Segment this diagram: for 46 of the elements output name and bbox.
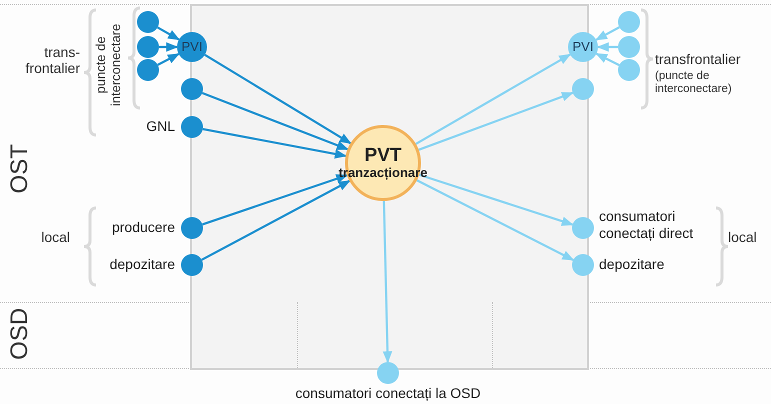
arrow [595,52,620,66]
arrow [201,180,351,261]
group-label: (puncte de interconectare) [655,70,733,96]
point-circle [181,116,203,138]
point-circle [177,32,207,62]
arrow [416,179,574,261]
arrow [382,200,392,364]
arrow [596,42,618,52]
node-label: producere [112,219,175,236]
node-label: depozitare [110,256,175,273]
zone-label: OSD [6,306,34,362]
arrow [204,54,352,144]
arrow [159,42,178,52]
group-label: local [728,229,758,246]
point-circle [181,254,203,276]
node-title: PVI [182,40,202,54]
group-label: puncte de interconectare [94,22,124,108]
node-label: consumatori conectați direct [599,208,694,242]
point-circle [377,362,399,384]
arrow [415,54,572,145]
node-title: PVT [364,144,402,166]
node-subtitle: tranzacționare [338,166,428,182]
point-circle [181,78,203,100]
arrow [202,128,347,159]
point-circle [137,11,159,33]
arrow [202,92,349,150]
point-circle [137,59,159,81]
node-label: GNL [146,118,175,135]
group-label: transfrontalier [655,51,742,68]
arrow [157,26,180,41]
arrow [418,92,574,151]
node-label: consumatori conectați la OSD [294,385,482,402]
point-circle [181,217,203,239]
point-circle [137,36,159,58]
zone-label: OST [6,143,34,196]
point-circle [618,36,640,58]
point-circle [618,11,640,33]
arrow [595,26,620,41]
arrow [202,174,348,226]
arrow [418,174,574,226]
group-label: trans- frontalier [24,44,80,76]
point-circle [618,59,640,81]
node-label: depozitare [599,256,664,273]
group-label: local [40,229,70,246]
arrow [157,52,180,66]
node-title: PVI [572,40,594,54]
